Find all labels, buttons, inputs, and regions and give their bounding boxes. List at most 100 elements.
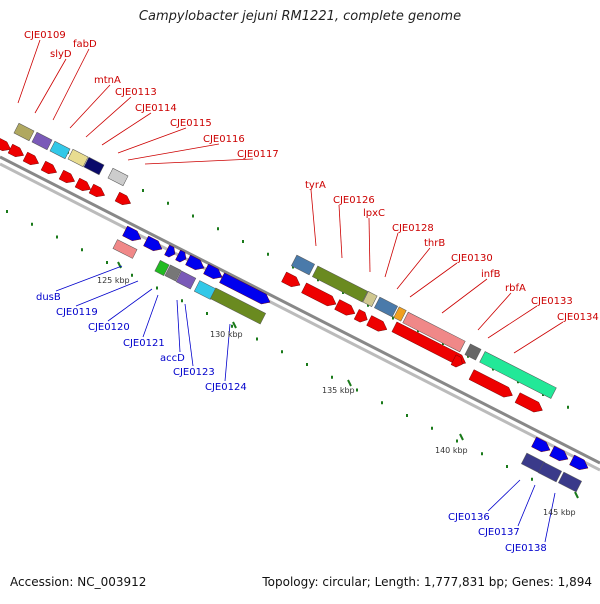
ruler-tick <box>31 222 33 226</box>
label-leader <box>384 232 399 278</box>
label-leader <box>107 288 153 322</box>
reverse-gene-arrow <box>185 254 205 271</box>
label-leaders <box>17 39 564 543</box>
label-leader <box>409 262 458 298</box>
ruler-major-tick <box>574 491 579 499</box>
gene-box <box>112 239 138 259</box>
kbp-label: 125 kbp <box>97 276 130 285</box>
reverse-gene-arrow <box>219 272 271 305</box>
gene-box <box>13 122 35 142</box>
forward-gene-arrow <box>301 282 337 307</box>
gene-label-CJE0138: CJE0138 <box>505 543 547 554</box>
ruler-tick <box>131 273 133 277</box>
gene-label-CJE0120: CJE0120 <box>88 322 130 333</box>
label-leader <box>142 294 159 338</box>
ruler-tick <box>106 261 108 264</box>
map-title: Campylobacter jejuni RM1221, complete ge… <box>138 9 462 24</box>
label-leader <box>176 299 181 353</box>
label-leader <box>368 217 371 273</box>
gene-label-accD: accD <box>160 353 185 364</box>
gene-label-dusB: dusB <box>36 292 61 303</box>
gene-label-CJE0123: CJE0123 <box>173 367 215 378</box>
reverse-gene-arrow <box>549 445 569 462</box>
gene-label-CJE0124: CJE0124 <box>205 382 247 393</box>
ruler-tick <box>431 426 433 430</box>
gene-box <box>164 264 182 282</box>
forward-gene-arrow <box>22 151 39 166</box>
ruler-tick <box>156 286 158 290</box>
forward-gene-arrow <box>74 177 91 192</box>
gene-box <box>49 140 71 160</box>
gene-box <box>83 156 105 176</box>
gene-label-CJE0121: CJE0121 <box>123 338 165 349</box>
ruler-tick <box>81 248 83 252</box>
ruler-tick <box>256 337 258 341</box>
reverse-gene-arrow <box>531 436 551 453</box>
label-leader <box>75 280 139 307</box>
label-leader <box>144 158 254 165</box>
gene-label-CJE0114: CJE0114 <box>135 103 177 114</box>
label-leader <box>487 479 521 512</box>
reverse-gene-arrow <box>569 454 589 471</box>
forward-gene-arrow <box>114 191 131 206</box>
ruler-tick <box>167 201 169 205</box>
kbp-label: 130 kbp <box>210 330 243 339</box>
gene-box <box>311 265 369 303</box>
ruler-tick <box>392 316 394 320</box>
gene-box <box>479 351 557 399</box>
label-leader <box>55 265 123 292</box>
label-leader <box>52 48 90 121</box>
ruler-tick <box>217 227 219 231</box>
forward-gene-arrow <box>40 160 57 175</box>
kbp-label: 145 kbp <box>543 508 576 517</box>
ruler-major-tick <box>232 321 237 329</box>
gene-box <box>175 270 197 290</box>
gene-box <box>107 167 129 187</box>
forward-gene-arrow <box>7 143 24 158</box>
ruler-tick <box>231 324 233 328</box>
ruler-tick <box>56 235 58 239</box>
gene-label-CJE0133: CJE0133 <box>531 296 573 307</box>
forward-gene-arrow <box>450 354 463 368</box>
gene-box <box>67 148 89 168</box>
gene-label-lpxC: lpxC <box>363 208 385 219</box>
gene-label-rbfA: rbfA <box>505 283 526 294</box>
label-leader <box>117 127 187 154</box>
label-leader <box>396 247 431 290</box>
label-leader <box>101 112 152 146</box>
label-leader <box>477 292 512 331</box>
gene-box <box>374 296 398 318</box>
gene-label-CJE0134: CJE0134 <box>557 312 599 323</box>
forward-gene-arrow <box>334 299 356 316</box>
label-leader <box>544 492 556 543</box>
ruler-tick <box>306 363 308 366</box>
gene-label-CJE0128: CJE0128 <box>392 223 434 234</box>
gene-label-CJE0117: CJE0117 <box>237 149 279 160</box>
gene-label-slyD: slyD <box>50 49 72 60</box>
gene-box <box>402 311 466 353</box>
reverse-gene-arrow <box>175 249 187 263</box>
gene-box <box>558 471 582 493</box>
ruler-tick <box>192 214 194 218</box>
ruler-tick <box>506 465 508 468</box>
ruler-tick <box>367 303 369 307</box>
gene-label-fabD: fabD <box>73 39 97 50</box>
gene-label-CJE0119: CJE0119 <box>56 307 98 318</box>
ruler-tick <box>531 477 533 481</box>
gene-label-CJE0113: CJE0113 <box>115 87 157 98</box>
backbone-line <box>0 155 600 465</box>
gene-box <box>154 260 170 276</box>
gene-label-mtnA: mtnA <box>94 75 121 86</box>
forward-gene-arrow <box>58 169 75 184</box>
forward-gene-arrow <box>353 309 368 323</box>
forward-gene-arrow <box>88 183 105 198</box>
topology-text: Topology: circular; Length: 1,777,831 bp… <box>262 575 592 589</box>
ruler-tick <box>267 252 269 256</box>
gene-box <box>464 343 482 361</box>
gene-label-thrB: thrB <box>424 238 445 249</box>
label-leader <box>69 84 111 129</box>
gene-features <box>0 122 589 493</box>
gene-label-infB: infB <box>481 269 501 280</box>
ruler-tick <box>356 388 358 392</box>
